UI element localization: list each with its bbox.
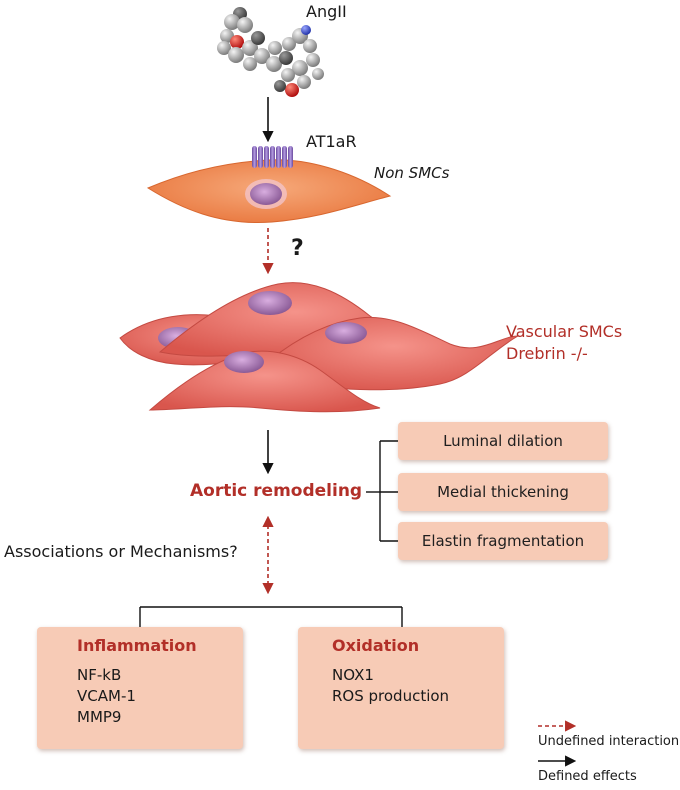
vascular-smcs-label: Vascular SMCs Drebrin -/- xyxy=(506,321,622,365)
angII-molecule xyxy=(217,7,324,97)
outcomes-bracket xyxy=(366,440,398,542)
angII-label: AngII xyxy=(306,2,347,21)
aortic-remodeling-label: Aortic remodeling xyxy=(190,481,363,501)
oxidation-item: NOX1 xyxy=(332,666,374,684)
legend-undefined-label: Undefined interaction xyxy=(538,734,680,749)
associations-question: Associations or Mechanisms? xyxy=(4,542,238,561)
question-mark: ? xyxy=(291,236,304,261)
inflammation-title: Inflammation xyxy=(77,636,197,655)
vascular-smc-cells xyxy=(119,282,520,413)
at1ar-receptor-icon xyxy=(252,146,293,168)
legend-defined-label: Defined effects xyxy=(538,769,637,784)
inflammation-item: MMP9 xyxy=(77,708,122,726)
oxidation-panel: Oxidation NOX1 ROS production xyxy=(298,627,504,749)
outcome-medial-thickening: Medial thickening xyxy=(398,473,608,511)
oxidation-title: Oxidation xyxy=(332,636,420,655)
outcome-luminal-dilation: Luminal dilation xyxy=(398,422,608,460)
vascular-smcs-line1: Vascular SMCs xyxy=(506,322,623,341)
non-smc-cell xyxy=(146,159,392,224)
panels-bracket xyxy=(139,606,403,627)
vascular-smcs-line2: Drebrin -/- xyxy=(506,344,588,363)
outcome-elastin-fragmentation: Elastin fragmentation xyxy=(398,522,608,560)
inflammation-item: NF-kB xyxy=(77,666,122,684)
non-smcs-label: Non SMCs xyxy=(374,164,450,182)
oxidation-item: ROS production xyxy=(332,687,450,705)
inflammation-item: VCAM-1 xyxy=(77,687,136,705)
at1ar-label: AT1aR xyxy=(306,132,357,151)
inflammation-panel: Inflammation NF-kB VCAM-1 MMP9 xyxy=(37,627,243,749)
